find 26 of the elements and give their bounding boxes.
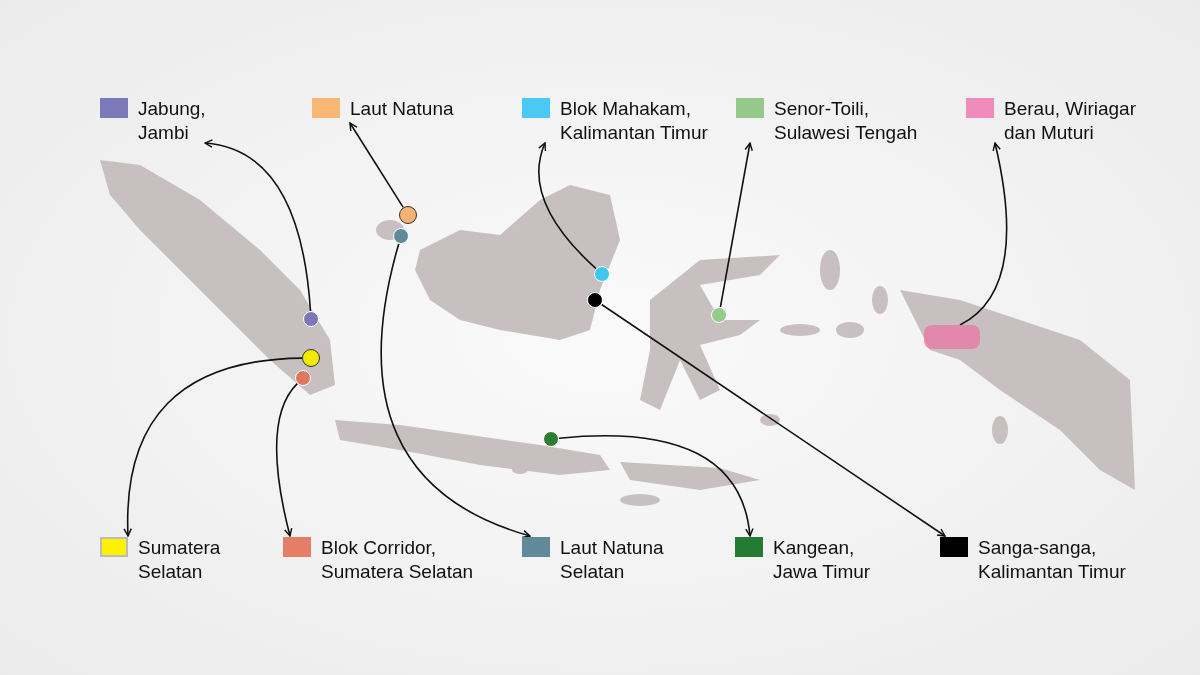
arrow	[959, 142, 1008, 326]
arrow	[538, 142, 597, 270]
arrow	[275, 382, 299, 537]
location-label: Senor-Toili, Sulawesi Tengah	[774, 97, 919, 145]
location-label: Laut Natuna	[350, 97, 454, 121]
location-marker	[587, 292, 603, 308]
area-marker	[924, 325, 980, 349]
location-label: Blok Corridor, Sumatera Selatan	[321, 536, 475, 584]
location-label: Berau, Wiriagar dan Muturi	[1004, 97, 1137, 145]
location-label: Sumatera Selatan	[138, 536, 222, 584]
arrow	[380, 242, 531, 538]
location-label: Blok Mahakam, Kalimantan Timur	[560, 97, 709, 145]
location-marker	[399, 206, 417, 224]
arrow	[123, 357, 303, 537]
arrow	[719, 142, 753, 308]
location-label: Kangean, Jawa Timur	[773, 536, 872, 584]
location-label: Jabung, Jambi	[138, 97, 207, 145]
location-marker	[543, 431, 559, 447]
arrow	[204, 139, 312, 312]
location-marker	[393, 228, 409, 244]
arrow	[600, 303, 946, 537]
location-label: Laut Natuna Selatan	[560, 536, 665, 584]
arrow	[558, 435, 754, 537]
location-label: Sanga-sanga, Kalimantan Timur	[978, 536, 1127, 584]
location-marker	[711, 307, 727, 323]
arrow	[349, 122, 404, 209]
